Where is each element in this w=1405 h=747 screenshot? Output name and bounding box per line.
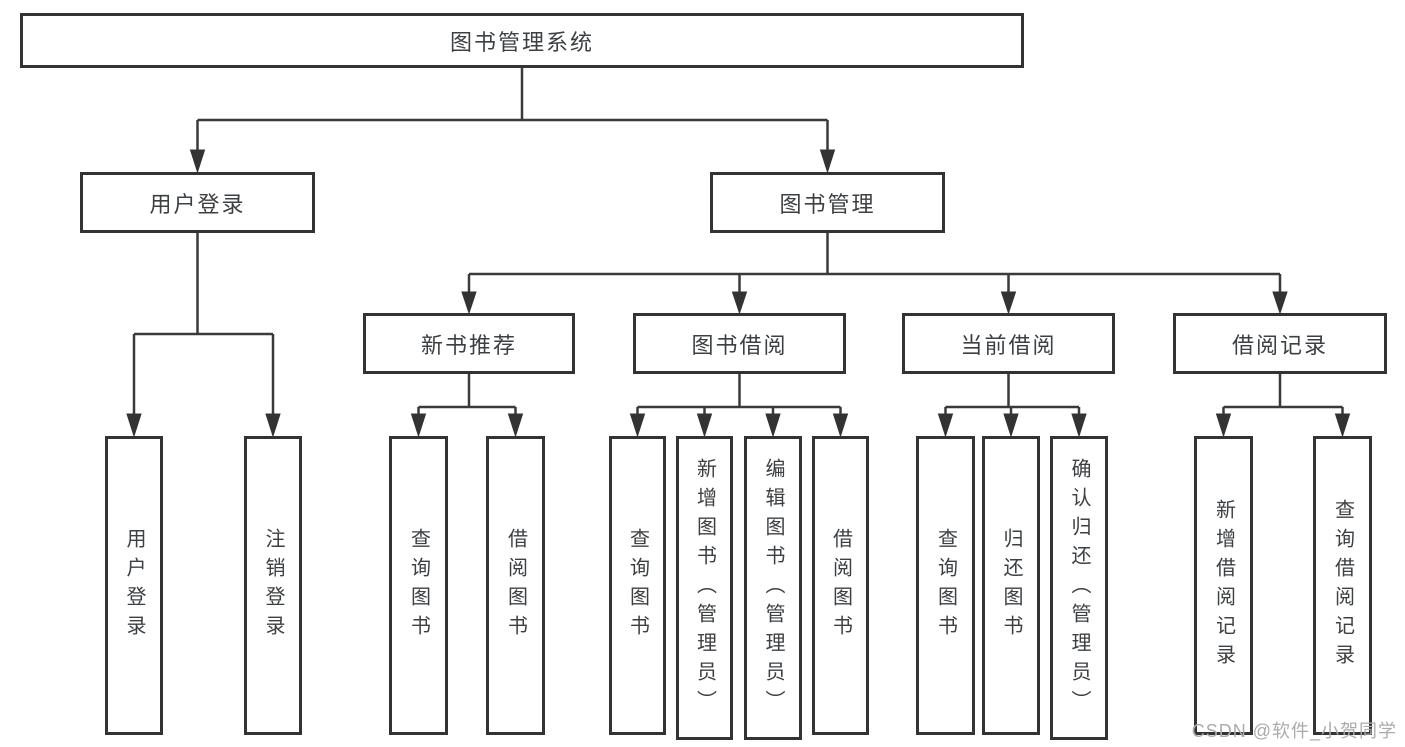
node-borrowing-records: 借阅记录 — [1173, 313, 1387, 374]
connector-root — [196, 68, 829, 152]
node-leaf-confirm-return-admin: 确认归还（管理员） — [1050, 436, 1108, 740]
node-leaf-user-login: 用户登录 — [105, 436, 163, 735]
leaf-label: 归还图书 — [1000, 527, 1022, 644]
node-leaf-borrow-books-borrowing: 借阅图书 — [812, 436, 869, 735]
connector-user-login — [132, 233, 275, 416]
node-current-borrowing: 当前借阅 — [902, 313, 1115, 374]
leaf-label: 查询图书 — [407, 527, 430, 644]
leaf-label: 查询图书 — [626, 527, 649, 644]
connector-book-management — [467, 233, 1282, 293]
leaf-label: 借阅图书 — [829, 527, 852, 644]
node-book-borrowing: 图书借阅 — [633, 313, 846, 374]
connector-borrowing-records — [1222, 374, 1344, 416]
node-leaf-query-books-current: 查询图书 — [916, 436, 975, 735]
node-library-management-system: 图书管理系统 — [20, 13, 1024, 68]
node-new-book-recommendation: 新书推荐 — [363, 313, 575, 374]
leaf-label: 新增借阅记录 — [1212, 498, 1235, 673]
node-book-management: 图书管理 — [710, 172, 945, 233]
connector-book-borrowing — [636, 374, 842, 416]
leaf-label: 新增图书（管理员） — [693, 457, 716, 719]
node-leaf-return-book: 归还图书 — [982, 436, 1040, 735]
node-leaf-query-borrow-record: 查询借阅记录 — [1313, 436, 1372, 735]
node-leaf-query-books-borrowing: 查询图书 — [609, 436, 666, 735]
connector-new-book-recommendation — [417, 374, 517, 416]
node-leaf-logout-login: 注销登录 — [244, 436, 302, 735]
node-leaf-add-book-admin: 新增图书（管理员） — [676, 436, 733, 740]
node-user-login: 用户登录 — [80, 172, 315, 233]
node-leaf-borrow-books-recommend: 借阅图书 — [486, 436, 545, 735]
arrowheads — [126, 149, 1351, 438]
csdn-watermark: CSDN @软件_小贺同学 — [1191, 721, 1397, 741]
node-leaf-query-books-recommend: 查询图书 — [389, 436, 448, 735]
leaf-label: 借阅图书 — [504, 527, 527, 644]
node-leaf-add-borrow-record: 新增借阅记录 — [1194, 436, 1253, 735]
leaf-label: 查询借阅记录 — [1331, 498, 1354, 673]
leaf-label: 查询图书 — [934, 527, 957, 644]
node-leaf-edit-book-admin: 编辑图书（管理员） — [744, 436, 802, 740]
leaf-label: 确认归还（管理员） — [1068, 457, 1090, 719]
leaf-label: 编辑图书（管理员） — [762, 457, 784, 719]
leaf-label: 用户登录 — [123, 527, 145, 644]
leaf-label: 注销登录 — [262, 527, 284, 644]
connector-current-borrowing — [944, 374, 1081, 416]
